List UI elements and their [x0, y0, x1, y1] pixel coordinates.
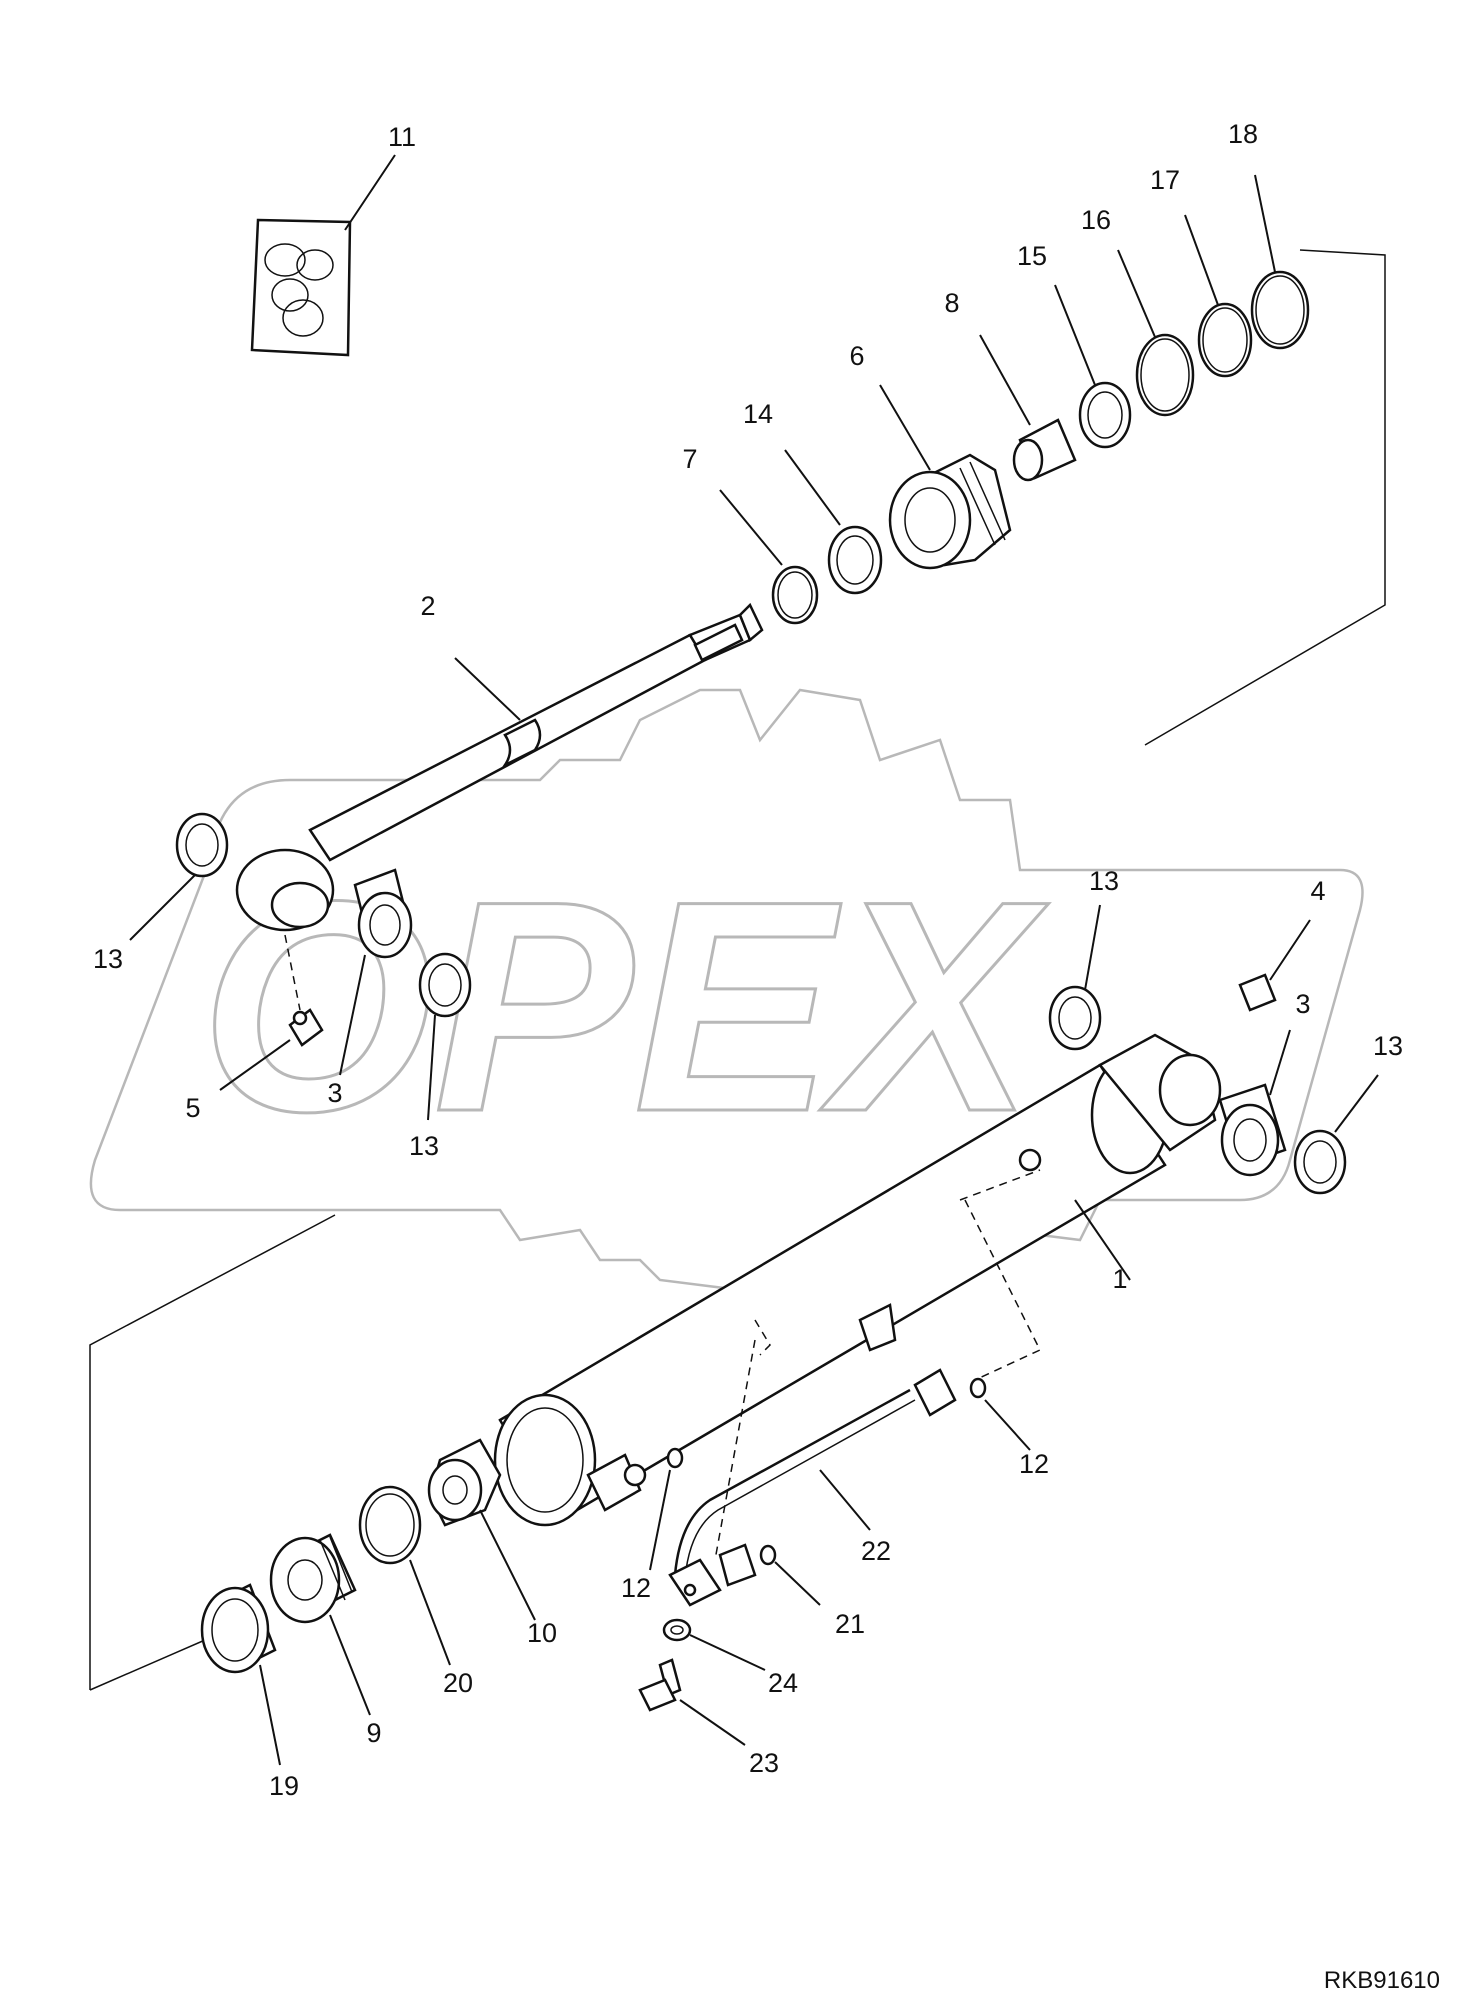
ring-part-14	[784, 449, 883, 595]
o-ring-part-17	[1184, 214, 1253, 378]
grease-fitting-part-4	[1238, 919, 1311, 1012]
o-ring-part-21	[759, 1544, 821, 1606]
label-part-6: 6	[849, 341, 864, 371]
label-part-17: 17	[1150, 165, 1180, 195]
seal-kit-bag-part-11	[250, 154, 396, 357]
label-part-14: 14	[743, 399, 773, 429]
label-part-22: 22	[861, 1536, 891, 1566]
rod-head-part-6	[879, 384, 1012, 570]
piston-part-9	[269, 1533, 371, 1716]
label-part-16: 16	[1081, 205, 1111, 235]
label-part-3-rod: 3	[327, 1078, 342, 1108]
ring-part-15	[1054, 284, 1132, 449]
nut-part-10	[427, 1438, 536, 1621]
dust-seal-part-13-head-top	[1048, 904, 1102, 1051]
bolt-part-23	[638, 1658, 746, 1746]
label-part-4: 4	[1310, 876, 1325, 906]
watermark-logo: OPEX	[89, 688, 1364, 1302]
ring-part-19	[200, 1583, 281, 1766]
label-part-7: 7	[682, 444, 697, 474]
label-part-13-head-right: 13	[1373, 1031, 1403, 1061]
label-part-21: 21	[835, 1609, 865, 1639]
grease-fitting-part-5	[219, 1008, 324, 1091]
o-ring-part-18	[1250, 174, 1310, 350]
label-part-13-rod: 13	[409, 1131, 439, 1161]
label-part-20: 20	[443, 1668, 473, 1698]
snap-ring-part-7	[719, 489, 819, 625]
dust-seal-part-13-left	[129, 812, 229, 941]
label-part-2: 2	[420, 591, 435, 621]
ring-part-20	[358, 1485, 451, 1666]
label-part-15: 15	[1017, 241, 1047, 271]
washer-part-24	[662, 1618, 766, 1671]
label-part-24: 24	[768, 1668, 798, 1698]
label-part-10: 10	[527, 1618, 557, 1648]
o-ring-part-12-lower	[649, 1447, 684, 1571]
assembly-frame-lines	[89, 249, 1386, 1691]
label-part-3-head: 3	[1295, 989, 1310, 1019]
label-part-13-left: 13	[93, 944, 123, 974]
label-part-13-head-top: 13	[1089, 866, 1119, 896]
label-part-18: 18	[1228, 119, 1258, 149]
dust-seal-part-13-rod	[418, 952, 472, 1121]
label-part-19: 19	[269, 1771, 299, 1801]
part-number-labels: 1 2 3 3 4 5 6 7 8 9 10 11 12 12 13 13 13…	[93, 119, 1403, 1801]
o-ring-part-12-upper	[969, 1377, 1031, 1451]
bushing-part-8	[979, 334, 1077, 482]
label-part-1: 1	[1112, 1264, 1127, 1294]
drawing-reference-code: RKB91610	[1324, 1967, 1440, 1994]
bushing-part-3-head	[1218, 1029, 1291, 1177]
label-part-5: 5	[185, 1093, 200, 1123]
label-part-11: 11	[388, 122, 416, 152]
label-part-12-upper: 12	[1019, 1449, 1049, 1479]
bushing-part-3-rod	[339, 868, 413, 1076]
label-part-9: 9	[366, 1718, 381, 1748]
dust-seal-part-13-head-right	[1293, 1074, 1379, 1195]
watermark-text: OPEX	[200, 838, 1049, 1174]
piston-rod-part-2	[235, 602, 764, 1011]
label-part-12-lower: 12	[621, 1573, 651, 1603]
label-part-23: 23	[749, 1748, 779, 1778]
cylinder-tube-part-1	[493, 1033, 1222, 1527]
o-ring-part-16	[1117, 249, 1195, 417]
hose-part-22	[668, 1319, 957, 1607]
label-part-8: 8	[944, 288, 959, 318]
